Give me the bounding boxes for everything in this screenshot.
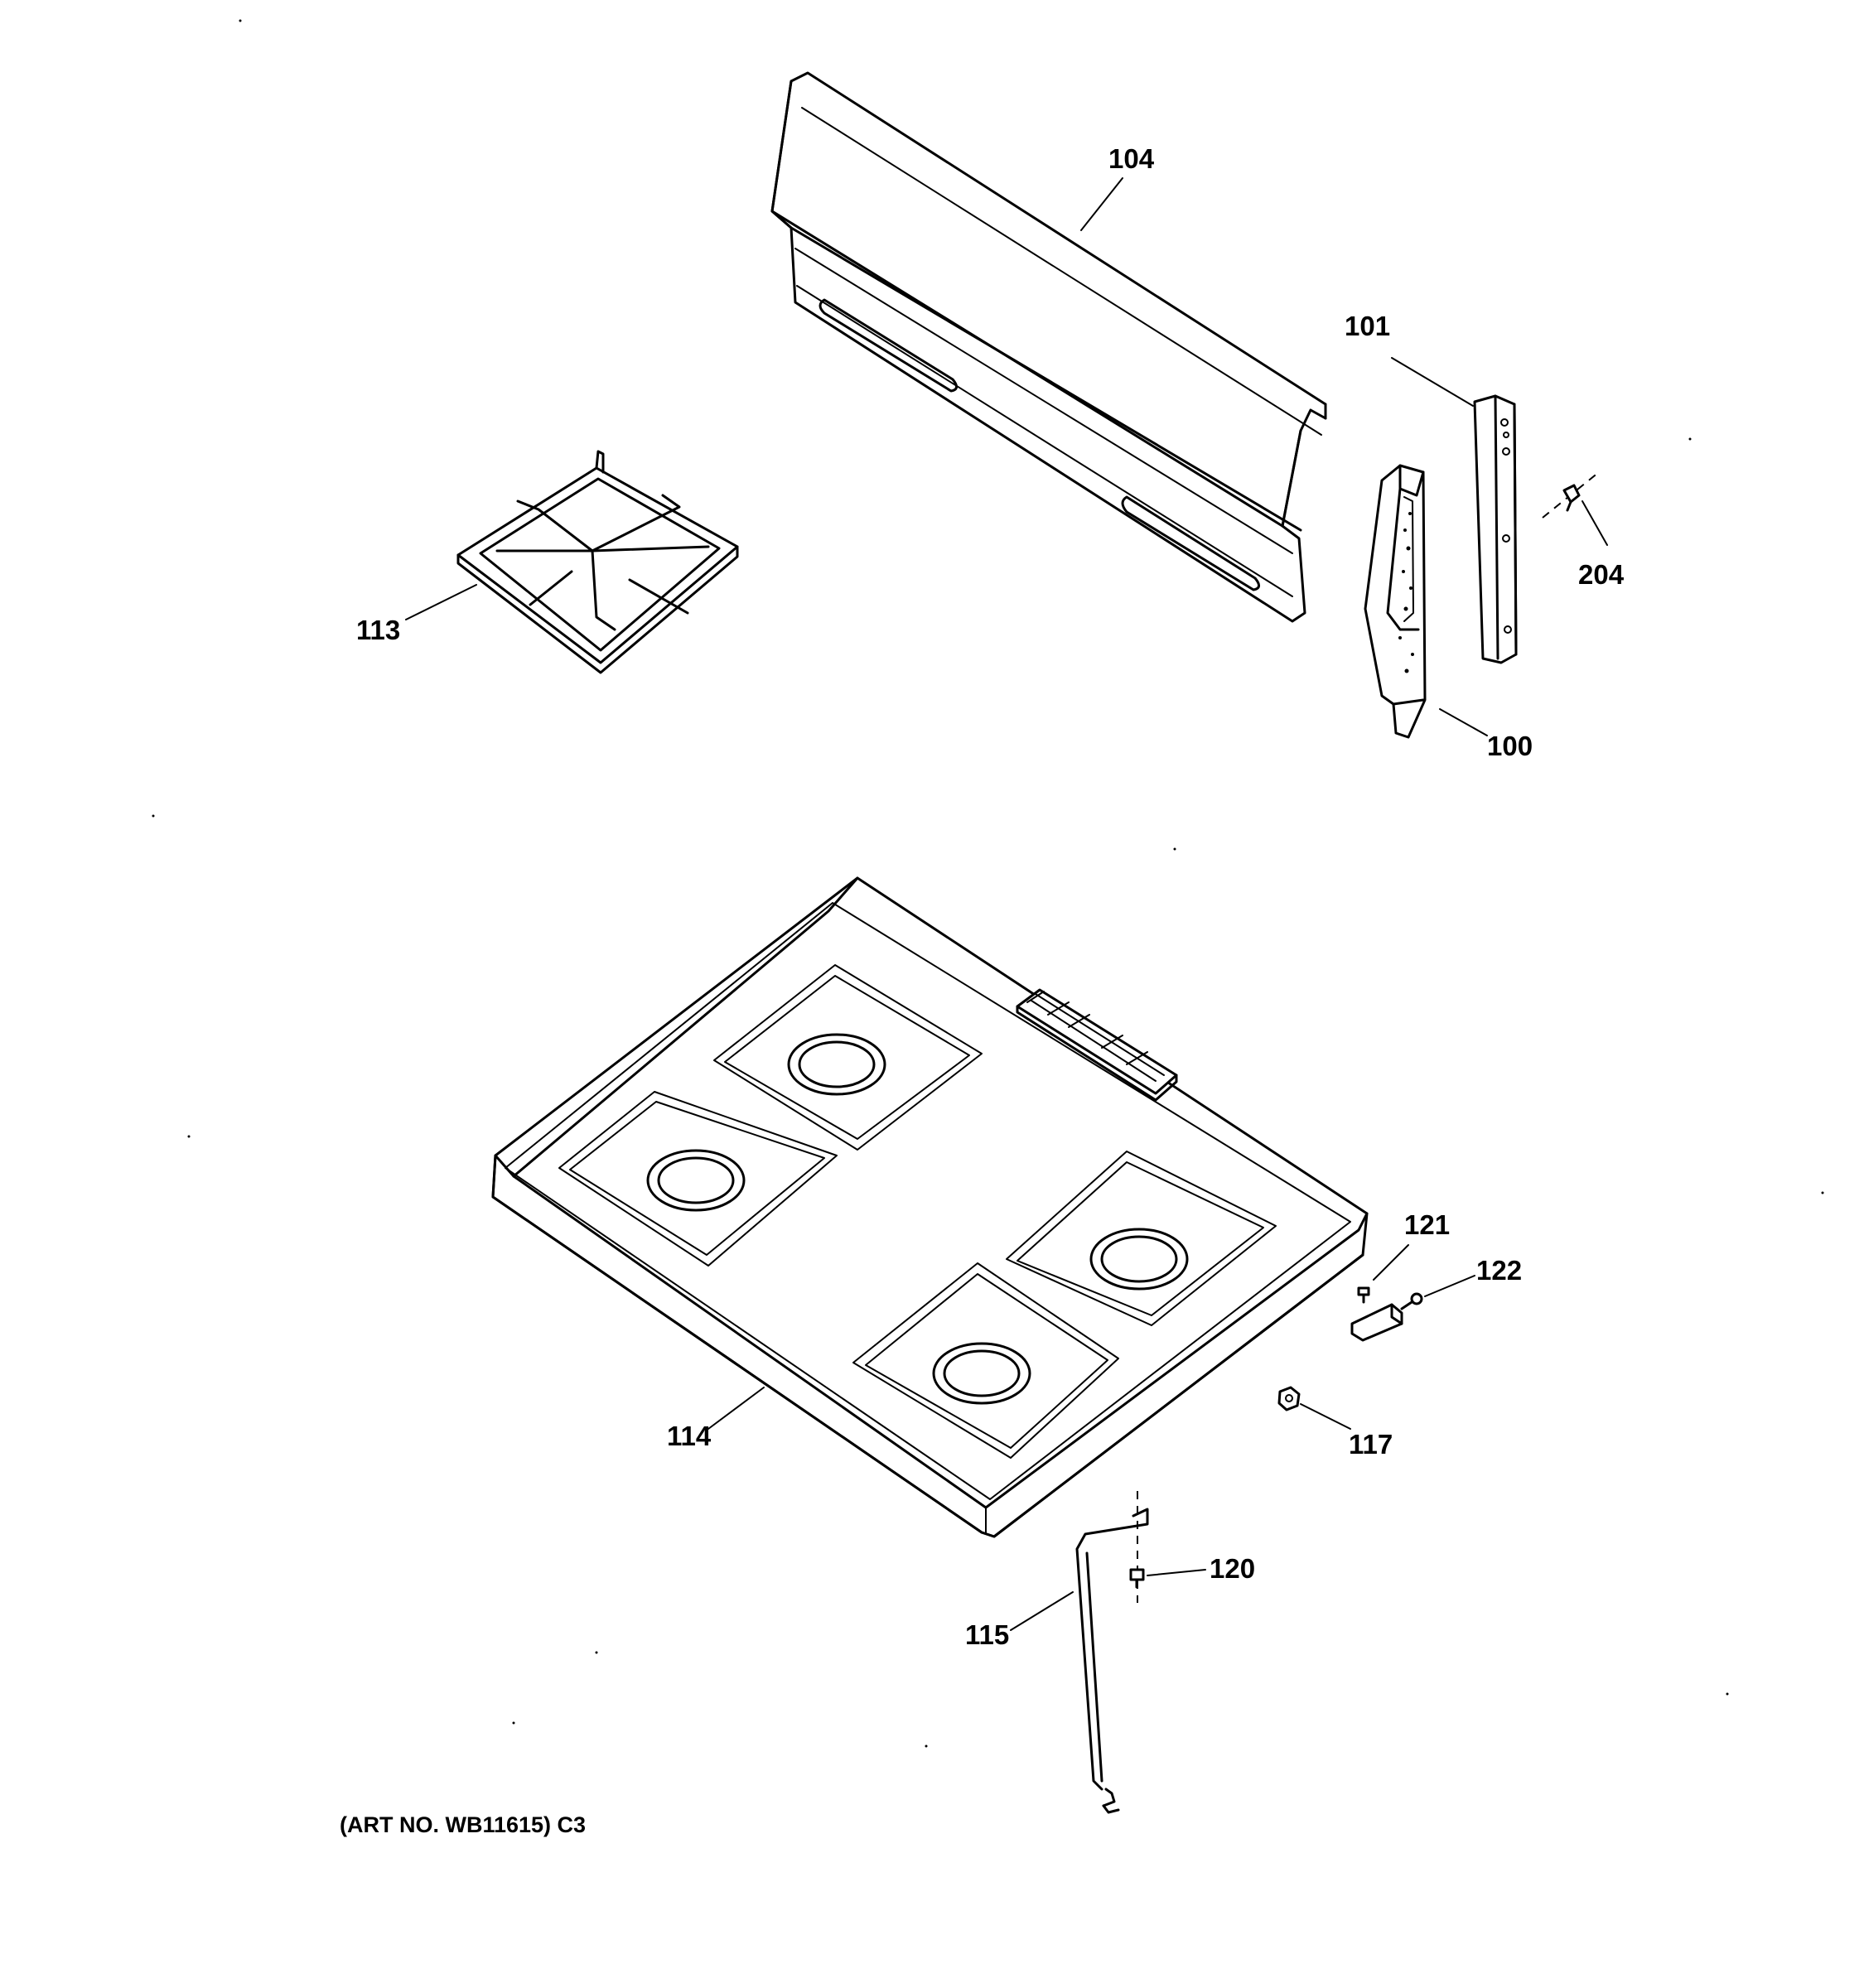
callout-114: 114 — [667, 1421, 712, 1451]
side-trim-part-101 — [1473, 394, 1518, 664]
callout-100: 100 — [1487, 731, 1533, 761]
leader-121 — [1373, 1244, 1409, 1281]
grate-part-113 — [456, 450, 739, 674]
callout-101: 101 — [1345, 311, 1390, 341]
callout-122: 122 — [1476, 1255, 1522, 1286]
nut-part-117 — [1277, 1386, 1301, 1411]
art-number-caption: (ART NO. WB11615) C3 — [340, 1812, 586, 1837]
callout-121: 121 — [1404, 1209, 1450, 1240]
end-cap-part-100 — [1364, 464, 1427, 739]
clip-part-122 — [1350, 1292, 1423, 1342]
rod-part-115 — [1075, 1508, 1149, 1814]
leader-100 — [1439, 708, 1488, 736]
leader-120 — [1147, 1569, 1206, 1576]
leader-113 — [405, 584, 477, 620]
leader-104 — [1080, 177, 1123, 231]
leader-115 — [1010, 1591, 1074, 1631]
callout-204: 204 — [1578, 559, 1625, 590]
callout-113: 113 — [356, 615, 400, 645]
cooktop-part-114 — [491, 876, 1369, 1538]
leader-204 — [1582, 500, 1608, 546]
leader-101 — [1391, 357, 1474, 407]
leader-122 — [1424, 1275, 1475, 1297]
callout-117: 117 — [1349, 1429, 1393, 1460]
screw-part-120 — [1129, 1491, 1145, 1603]
callout-labels: 104 101 204 113 100 121 122 114 117 120 … — [356, 143, 1625, 1650]
screw-part-121 — [1357, 1286, 1370, 1304]
backsplash-part-104 — [770, 71, 1327, 623]
scan-specks — [152, 19, 1824, 1748]
leader-lines — [405, 177, 1608, 1631]
screw-part-204 — [1542, 471, 1600, 519]
callout-120: 120 — [1210, 1553, 1255, 1584]
leader-114 — [707, 1387, 765, 1430]
callout-115: 115 — [965, 1619, 1009, 1650]
leader-117 — [1300, 1403, 1351, 1430]
callout-104: 104 — [1108, 143, 1155, 174]
